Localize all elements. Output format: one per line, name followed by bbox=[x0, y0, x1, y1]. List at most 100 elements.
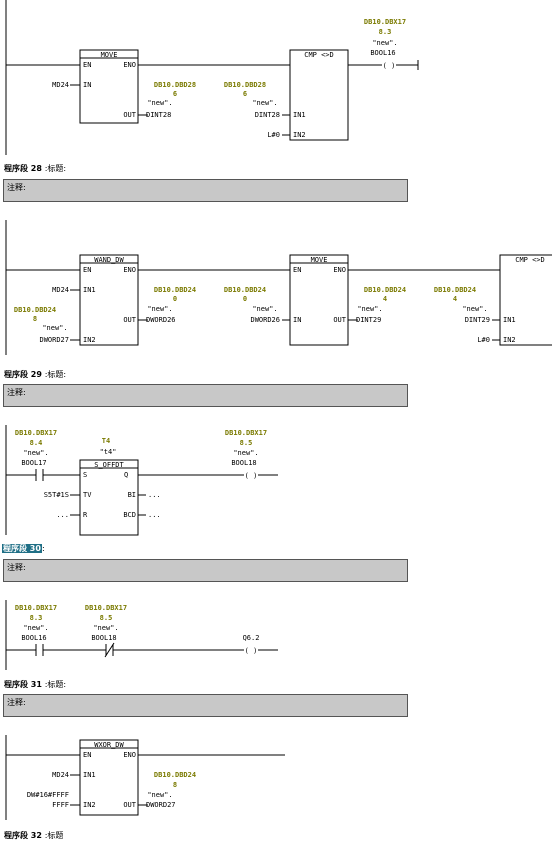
network-title: : bbox=[41, 544, 45, 553]
out-pin: OUT bbox=[333, 316, 346, 324]
coil-operand[interactable]: Q6.2 bbox=[243, 634, 260, 642]
move-out-operand[interactable]: DINT29 bbox=[356, 316, 381, 324]
address-label: DB10.DBD24 bbox=[154, 771, 196, 779]
address-label: DB10.DBD24 bbox=[154, 286, 196, 294]
contact-bit: 8.4 bbox=[30, 439, 43, 447]
network-header-29[interactable]: 程序段 29 :标题: bbox=[4, 369, 66, 380]
contact-address: DB10.DBX17 bbox=[85, 604, 127, 612]
eno-pin: ENO bbox=[333, 266, 346, 274]
coil-icon[interactable]: ( ) bbox=[383, 62, 396, 70]
network-number: 32 bbox=[30, 831, 42, 840]
comment-box[interactable]: 注释: bbox=[3, 384, 408, 407]
in-pin: IN bbox=[293, 316, 301, 324]
contact-symbol: "new". bbox=[23, 449, 48, 457]
bi-pin: BI bbox=[128, 491, 136, 499]
contact-bit: 8.5 bbox=[100, 614, 113, 622]
wxor-out-operand[interactable]: DWORD27 bbox=[146, 801, 176, 809]
bcd-pin: BCD bbox=[123, 511, 136, 519]
tv-operand[interactable]: S5T#1S bbox=[44, 491, 69, 499]
symbol-label: "new". bbox=[462, 305, 487, 313]
wxor-in2-operand-cont: FFFF bbox=[52, 801, 69, 809]
coil-address: DB10.DBX17 bbox=[225, 429, 267, 437]
network-label: 程序段 bbox=[4, 164, 28, 173]
address-offset: 8 bbox=[33, 315, 37, 323]
move-block-title: MOVE bbox=[311, 256, 328, 264]
network-header-28[interactable]: 程序段 28 :标题: bbox=[4, 163, 66, 174]
network-label: 程序段 bbox=[4, 370, 28, 379]
cmp-in2-operand[interactable]: L#0 bbox=[477, 336, 490, 344]
cmp-in1-operand[interactable]: DINT28 bbox=[255, 111, 280, 119]
address-label: DB10.DBD24 bbox=[224, 286, 266, 294]
en-pin: EN bbox=[83, 751, 91, 759]
en-pin: EN bbox=[83, 266, 91, 274]
move-in-operand[interactable]: DWORD26 bbox=[250, 316, 280, 324]
address-label: DB10.DBD28 bbox=[224, 81, 266, 89]
address-offset: 6 bbox=[173, 90, 177, 98]
timer-block-title: S_OFFDT bbox=[94, 461, 124, 469]
r-pin: R bbox=[83, 511, 88, 519]
eno-pin: ENO bbox=[123, 61, 136, 69]
out-pin: OUT bbox=[123, 801, 136, 809]
wand-out-operand[interactable]: DWORD26 bbox=[146, 316, 176, 324]
network-number: 30 bbox=[29, 544, 41, 553]
comment-label: 注释: bbox=[7, 388, 26, 397]
out-pin: OUT bbox=[123, 316, 136, 324]
in2-pin: IN2 bbox=[83, 801, 96, 809]
cmp-block-title: CMP <>D bbox=[515, 256, 545, 264]
wxor-in2-operand[interactable]: DW#16#FFFF bbox=[27, 791, 69, 799]
address-offset: 8 bbox=[173, 781, 177, 789]
address-label: DB10.DBD28 bbox=[154, 81, 196, 89]
address-label: DB10.DBD24 bbox=[14, 306, 56, 314]
network-header-32[interactable]: 程序段 32 :标题 bbox=[4, 830, 63, 841]
symbol-label: "new". bbox=[147, 305, 172, 313]
wand-in1-operand[interactable]: MD24 bbox=[52, 286, 69, 294]
r-operand[interactable]: ... bbox=[56, 511, 69, 519]
network-title: :标题: bbox=[44, 370, 67, 379]
eno-pin: ENO bbox=[123, 266, 136, 274]
contact-operand[interactable]: BOOL18 bbox=[91, 634, 116, 642]
cmp-in2-operand[interactable]: L#0 bbox=[267, 131, 280, 139]
coil-icon[interactable]: ( ) bbox=[245, 472, 258, 480]
in1-pin: IN1 bbox=[83, 771, 96, 779]
timer-address[interactable]: T4 bbox=[102, 437, 110, 445]
address-offset: 4 bbox=[453, 295, 457, 303]
address-offset: 0 bbox=[243, 295, 247, 303]
network-label: 程序段 bbox=[4, 831, 28, 840]
timer-symbol: "t4" bbox=[100, 448, 117, 456]
network-header-31[interactable]: 程序段 31 :标题: bbox=[4, 679, 66, 690]
in-pin: IN bbox=[83, 81, 91, 89]
address-offset: 0 bbox=[173, 295, 177, 303]
comment-box[interactable]: 注释: bbox=[3, 179, 408, 202]
symbol-label: "new". bbox=[252, 305, 277, 313]
network-title: :标题: bbox=[44, 164, 67, 173]
network-number: 31 bbox=[30, 680, 42, 689]
comment-box[interactable]: 注释: bbox=[3, 559, 408, 582]
network-number: 28 bbox=[30, 164, 42, 173]
address-offset: 4 bbox=[383, 295, 387, 303]
en-pin: EN bbox=[83, 61, 91, 69]
contact-operand[interactable]: BOOL17 bbox=[21, 459, 46, 467]
symbol-label: "new". bbox=[252, 99, 277, 107]
bcd-operand[interactable]: ... bbox=[148, 511, 161, 519]
coil-operand[interactable]: BOOL18 bbox=[231, 459, 256, 467]
coil-symbol: "new". bbox=[372, 39, 397, 47]
move-out-operand[interactable]: DINT28 bbox=[146, 111, 171, 119]
wxor-in1-operand[interactable]: MD24 bbox=[52, 771, 69, 779]
wxor-block-title: WXOR_DW bbox=[94, 741, 124, 749]
eno-pin: ENO bbox=[123, 751, 136, 759]
cmp-in1-operand[interactable]: DINT29 bbox=[465, 316, 490, 324]
en-pin: EN bbox=[293, 266, 301, 274]
network-label: 程序段 bbox=[3, 544, 27, 553]
coil-operand[interactable]: BOOL16 bbox=[370, 49, 395, 57]
contact-operand[interactable]: BOOL16 bbox=[21, 634, 46, 642]
contact-address: DB10.DBX17 bbox=[15, 604, 57, 612]
move-in-operand[interactable]: MD24 bbox=[52, 81, 69, 89]
comment-box[interactable]: 注释: bbox=[3, 694, 408, 717]
q-pin: Q bbox=[124, 471, 128, 479]
wand-in2-operand[interactable]: DWORD27 bbox=[39, 336, 69, 344]
network-header-30[interactable]: 程序段 30: bbox=[2, 543, 45, 554]
symbol-label: "new". bbox=[357, 305, 382, 313]
coil-icon[interactable]: ( ) bbox=[245, 647, 258, 655]
bi-operand[interactable]: ... bbox=[148, 491, 161, 499]
